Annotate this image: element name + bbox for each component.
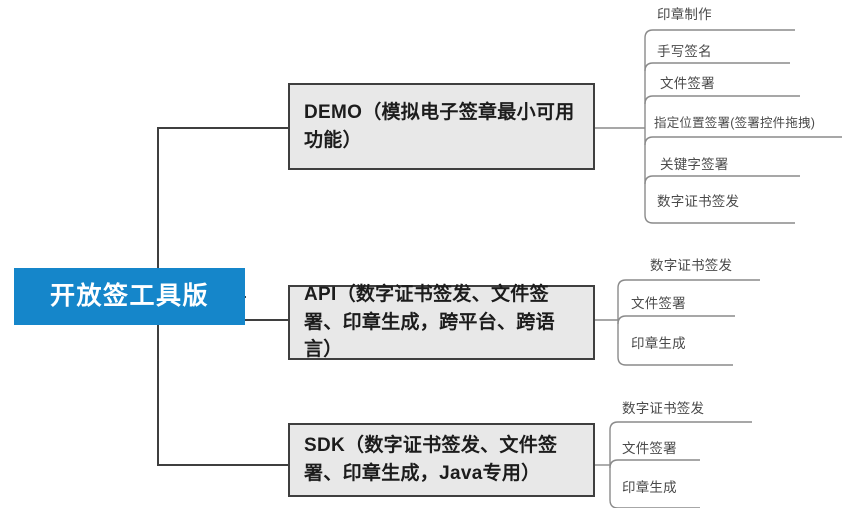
leaf-demo-1[interactable]: 手写签名 (657, 44, 712, 59)
wire-sdk-leaf-0 (609, 421, 752, 431)
root-node[interactable]: 开放签工具版 (14, 268, 245, 325)
wire-demo-leaf-4 (644, 175, 800, 185)
wire-api-leaf-0 (617, 279, 760, 289)
leaf-demo-0[interactable]: 印章制作 (657, 7, 712, 22)
leaf-demo-3[interactable]: 指定位置签署(签署控件拖拽) (654, 116, 816, 130)
leaf-demo-2[interactable]: 文件签署 (660, 76, 715, 91)
wire-demo-leaf-3 (644, 136, 842, 146)
leaf-api-0[interactable]: 数字证书签发 (650, 258, 733, 273)
wire-demo-leaf-0 (644, 29, 795, 39)
leaf-demo-4[interactable]: 关键字签署 (660, 157, 729, 172)
leaf-demo-5[interactable]: 数字证书签发 (657, 194, 740, 209)
wire-api-leaf-1 (617, 315, 735, 325)
branch-node-api-label: API（数字证书签发、文件签署、印章生成，跨平台、跨语言） (304, 284, 555, 361)
leaf-sdk-2[interactable]: 印章生成 (622, 480, 677, 495)
branch-node-sdk[interactable]: SDK（数字证书签发、文件签署、印章生成，Java专用） (288, 423, 595, 497)
leaf-sdk-1[interactable]: 文件签署 (622, 441, 677, 456)
branch-node-api[interactable]: API（数字证书签发、文件签署、印章生成，跨平台、跨语言） (288, 284, 595, 360)
wire-api-leaf-2-bottom (617, 356, 733, 366)
wire-sdk-leaf-1 (609, 459, 700, 469)
leaf-api-2[interactable]: 印章生成 (631, 336, 686, 351)
wire-sdk-leaf-2-bottom (609, 499, 700, 508)
wire-demo-leaf-2 (644, 95, 800, 105)
branch-node-sdk-label: SDK（数字证书签发、文件签署、印章生成，Java专用） (304, 435, 558, 484)
wire-demo-leaf-5-bottom (644, 214, 795, 224)
root-node-label: 开放签工具版 (49, 282, 209, 310)
wire-demo-leaf-1 (644, 62, 790, 72)
branch-node-demo[interactable]: DEMO（模拟电子签章最小可用功能） (288, 83, 595, 170)
leaf-api-1[interactable]: 文件签署 (631, 296, 686, 311)
leaf-sdk-0[interactable]: 数字证书签发 (622, 401, 705, 416)
branch-node-demo-label: DEMO（模拟电子签章最小可用功能） (304, 101, 575, 151)
